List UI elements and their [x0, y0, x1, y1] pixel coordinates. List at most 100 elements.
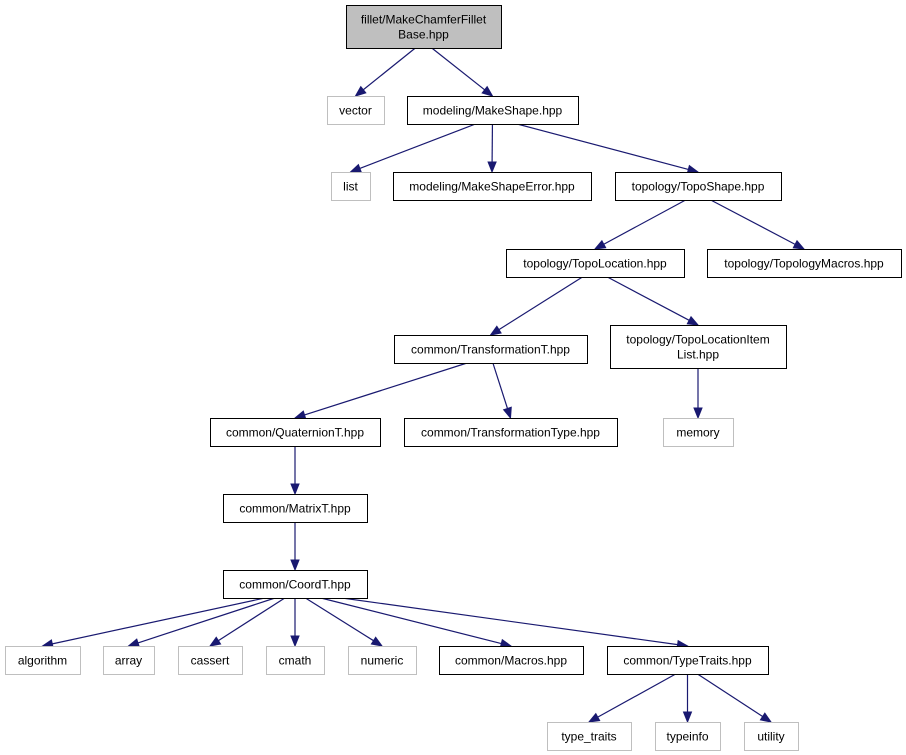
node-label: array — [115, 654, 142, 668]
node-box — [439, 646, 584, 675]
node-numeric: numeric — [348, 646, 417, 675]
node-box — [707, 249, 902, 278]
node-box — [506, 249, 685, 278]
node-label: type_traits — [561, 730, 616, 744]
node-label: common/TransformationT.hpp — [411, 343, 570, 357]
node-box — [404, 418, 618, 447]
edge-root-to-vector — [362, 47, 416, 91]
node-type-traits: type_traits — [547, 722, 632, 751]
node-utility: utility — [744, 722, 799, 751]
arrowhead-icon — [349, 163, 363, 173]
edge-coordt-to-algorithm — [52, 597, 265, 645]
node-makeshape[interactable]: modeling/MakeShape.hpp — [407, 96, 579, 125]
node-cassert: cassert — [178, 646, 243, 675]
node-label: common/TransformationType.hpp — [421, 426, 600, 440]
node-box — [346, 5, 502, 49]
node-transformationtype[interactable]: common/TransformationType.hpp — [404, 418, 618, 447]
edge-transformationt-to-transformationtype — [492, 362, 509, 409]
arrowhead-icon — [489, 325, 502, 336]
node-label: topology/TopologyMacros.hpp — [724, 257, 884, 271]
node-label: List.hpp — [677, 348, 719, 362]
arrowhead-icon — [682, 711, 693, 724]
node-label: topology/TopoShape.hpp — [632, 180, 765, 194]
node-box — [348, 646, 417, 675]
edge-coordt-to-typetraits — [342, 597, 678, 646]
node-label: utility — [757, 730, 784, 744]
node-box — [178, 646, 243, 675]
node-label: modeling/MakeShapeError.hpp — [409, 180, 575, 194]
node-label: common/CoordT.hpp — [239, 578, 351, 592]
arrowhead-icon — [290, 483, 300, 496]
node-matrixt[interactable]: common/MatrixT.hpp — [223, 494, 368, 523]
node-typetraits[interactable]: common/TypeTraits.hpp — [607, 646, 769, 675]
edge-coordt-to-numeric — [305, 597, 374, 642]
node-list: list — [331, 172, 371, 201]
edge-topolocation-to-transformationt — [498, 276, 583, 331]
node-box — [223, 570, 368, 599]
arrowhead-icon — [481, 85, 494, 97]
arrowhead-icon — [759, 712, 773, 723]
node-box — [223, 494, 368, 523]
node-label: common/MatrixT.hpp — [239, 502, 351, 516]
node-label: cassert — [191, 654, 230, 668]
arrowhead-icon — [693, 407, 703, 420]
edge-toposhape-to-topologymacros — [710, 199, 796, 245]
edge-coordt-to-cassert — [218, 597, 286, 642]
arrowhead-icon — [208, 636, 222, 647]
edge-makeshape-to-list — [359, 123, 476, 169]
arrowhead-icon — [587, 712, 601, 723]
node-transformationt[interactable]: common/TransformationT.hpp — [394, 335, 588, 364]
node-box — [607, 646, 769, 675]
edge-coordt-to-macros — [320, 597, 502, 645]
arrowhead-icon — [127, 638, 140, 648]
node-label: cmath — [279, 654, 312, 668]
node-cmath: cmath — [266, 646, 325, 675]
node-label: fillet/MakeChamferFillet — [361, 13, 487, 27]
node-box — [393, 172, 592, 201]
node-label: algorithm — [18, 654, 67, 668]
node-box — [744, 722, 799, 751]
node-label: common/QuaternionT.hpp — [226, 426, 364, 440]
arrowhead-icon — [370, 636, 384, 647]
node-box — [210, 418, 381, 447]
node-label: topology/TopoLocationItem — [626, 333, 769, 347]
arrowhead-icon — [290, 559, 300, 572]
edges-layer — [41, 47, 806, 724]
node-toposhape[interactable]: topology/TopoShape.hpp — [615, 172, 782, 201]
node-box — [5, 646, 81, 675]
node-label: memory — [676, 426, 719, 440]
node-quaterniont[interactable]: common/QuaternionT.hpp — [210, 418, 381, 447]
edge-makeshape-to-toposhape — [517, 123, 689, 171]
node-box — [327, 96, 385, 125]
node-label: topology/TopoLocation.hpp — [523, 257, 667, 271]
node-box — [655, 722, 721, 751]
node-makeshapeerror[interactable]: modeling/MakeShapeError.hpp — [393, 172, 592, 201]
arrowhead-icon — [502, 406, 512, 420]
edge-typetraits-to-type_traits — [597, 673, 676, 718]
arrowhead-icon — [487, 161, 497, 174]
arrowhead-icon — [293, 410, 307, 420]
node-box — [407, 96, 579, 125]
edge-transformationt-to-quaterniont — [304, 362, 468, 416]
node-label: numeric — [361, 654, 404, 668]
arrowhead-icon — [792, 239, 806, 250]
edge-typetraits-to-utility — [697, 673, 763, 718]
node-label: common/TypeTraits.hpp — [623, 654, 752, 668]
node-coordt[interactable]: common/CoordT.hpp — [223, 570, 368, 599]
edge-toposhape-to-topolocation — [603, 199, 686, 245]
arrowhead-icon — [354, 85, 367, 97]
node-vector: vector — [327, 96, 385, 125]
node-topologymacros[interactable]: topology/TopologyMacros.hpp — [707, 249, 902, 278]
node-label: list — [343, 180, 358, 194]
node-box — [610, 325, 787, 369]
arrowhead-icon — [290, 635, 300, 648]
node-macros[interactable]: common/Macros.hpp — [439, 646, 584, 675]
node-box — [266, 646, 325, 675]
node-memory: memory — [663, 418, 734, 447]
node-topolocation[interactable]: topology/TopoLocation.hpp — [506, 249, 685, 278]
node-label: Base.hpp — [398, 28, 449, 42]
arrowhead-icon — [593, 239, 607, 250]
